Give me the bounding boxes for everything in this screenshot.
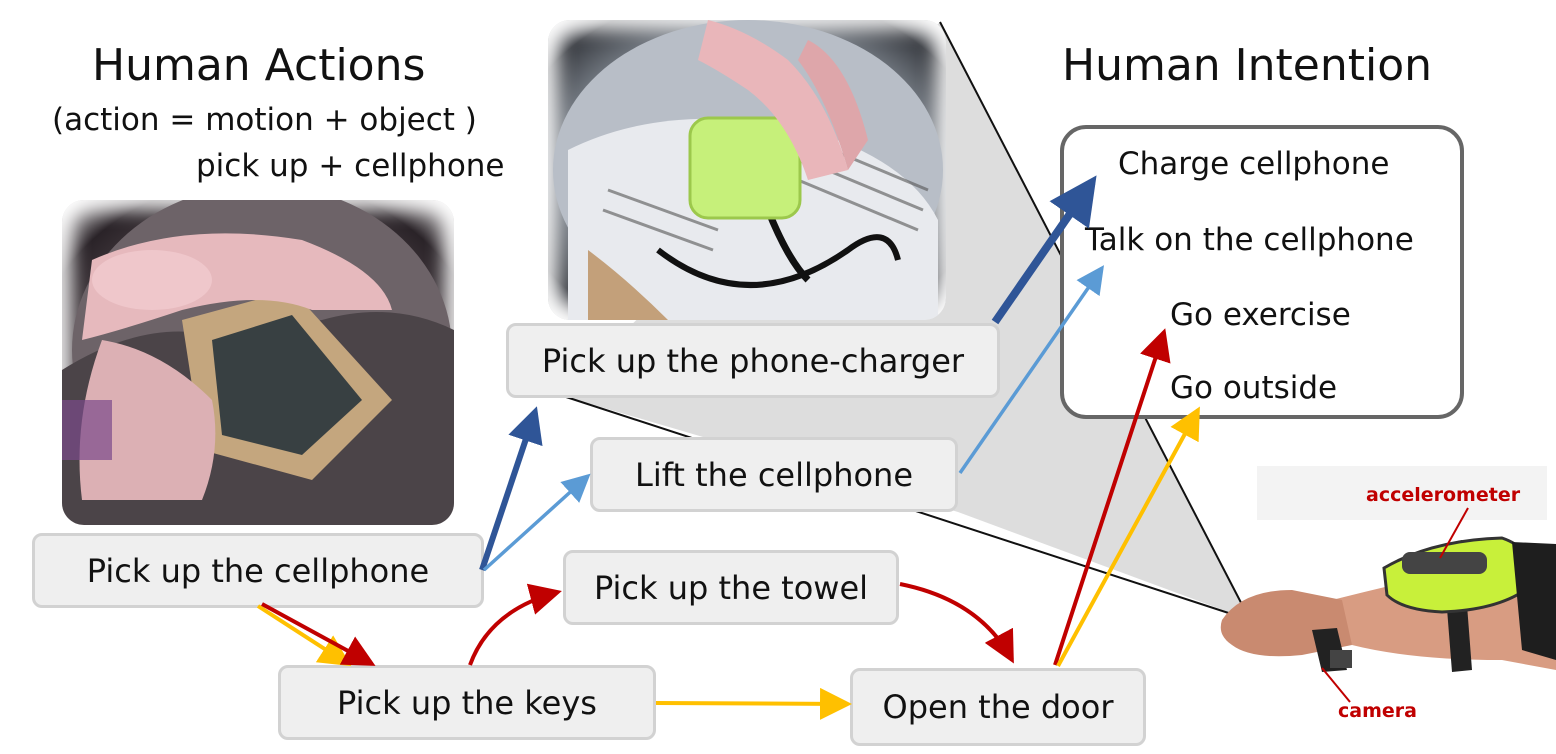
action-open-door: Open the door: [850, 668, 1146, 746]
action-pick-up-phone-charger: Pick up the phone-charger: [506, 323, 1000, 398]
charger-photo: [548, 20, 946, 320]
camera-label: camera: [1338, 700, 1417, 722]
arrow-towel-to-door: [899, 582, 1014, 664]
action-lift-cellphone: Lift the cellphone: [590, 437, 958, 512]
cellphone-photo: [62, 200, 454, 525]
arrow-door-to-exercise-intention: [1053, 328, 1171, 666]
intention-talk-on-cellphone: Talk on the cellphone: [1085, 222, 1414, 258]
arrow-cellphone-to-keys-red: [261, 602, 376, 666]
arrow-keys-to-door: [655, 687, 852, 720]
accelerometer-label: accelerometer: [1366, 484, 1521, 506]
arrow-keys-to-towel: [468, 583, 562, 666]
intention-go-outside: Go outside: [1170, 370, 1338, 406]
cellphone-photo-illustration: [62, 200, 454, 525]
arrow-cellphone-to-charger: [479, 406, 543, 571]
action-example: pick up + cellphone: [196, 148, 505, 184]
arrow-cellphone-to-lift: [482, 473, 591, 572]
intention-go-exercise: Go exercise: [1170, 297, 1351, 333]
action-pick-up-keys: Pick up the keys: [278, 665, 656, 740]
intention-charge-cellphone: Charge cellphone: [1118, 146, 1390, 182]
human-intention-title: Human Intention: [1062, 40, 1433, 91]
arrow-cellphone-to-keys-yellow: [256, 604, 352, 667]
action-pick-up-towel: Pick up the towel: [563, 550, 899, 625]
arrow-door-to-outside-intention: [1056, 406, 1200, 667]
action-formula: (action = motion + object ): [52, 102, 477, 138]
arm-with-sensors-illustration: [1220, 466, 1556, 672]
arrow-lift-to-talk-intention: [958, 265, 1104, 474]
human-actions-title: Human Actions: [92, 40, 426, 91]
arrow-charger-to-charge-intention: [991, 175, 1097, 325]
charger-photo-illustration: [553, 20, 943, 320]
intention-box: [1060, 125, 1464, 419]
